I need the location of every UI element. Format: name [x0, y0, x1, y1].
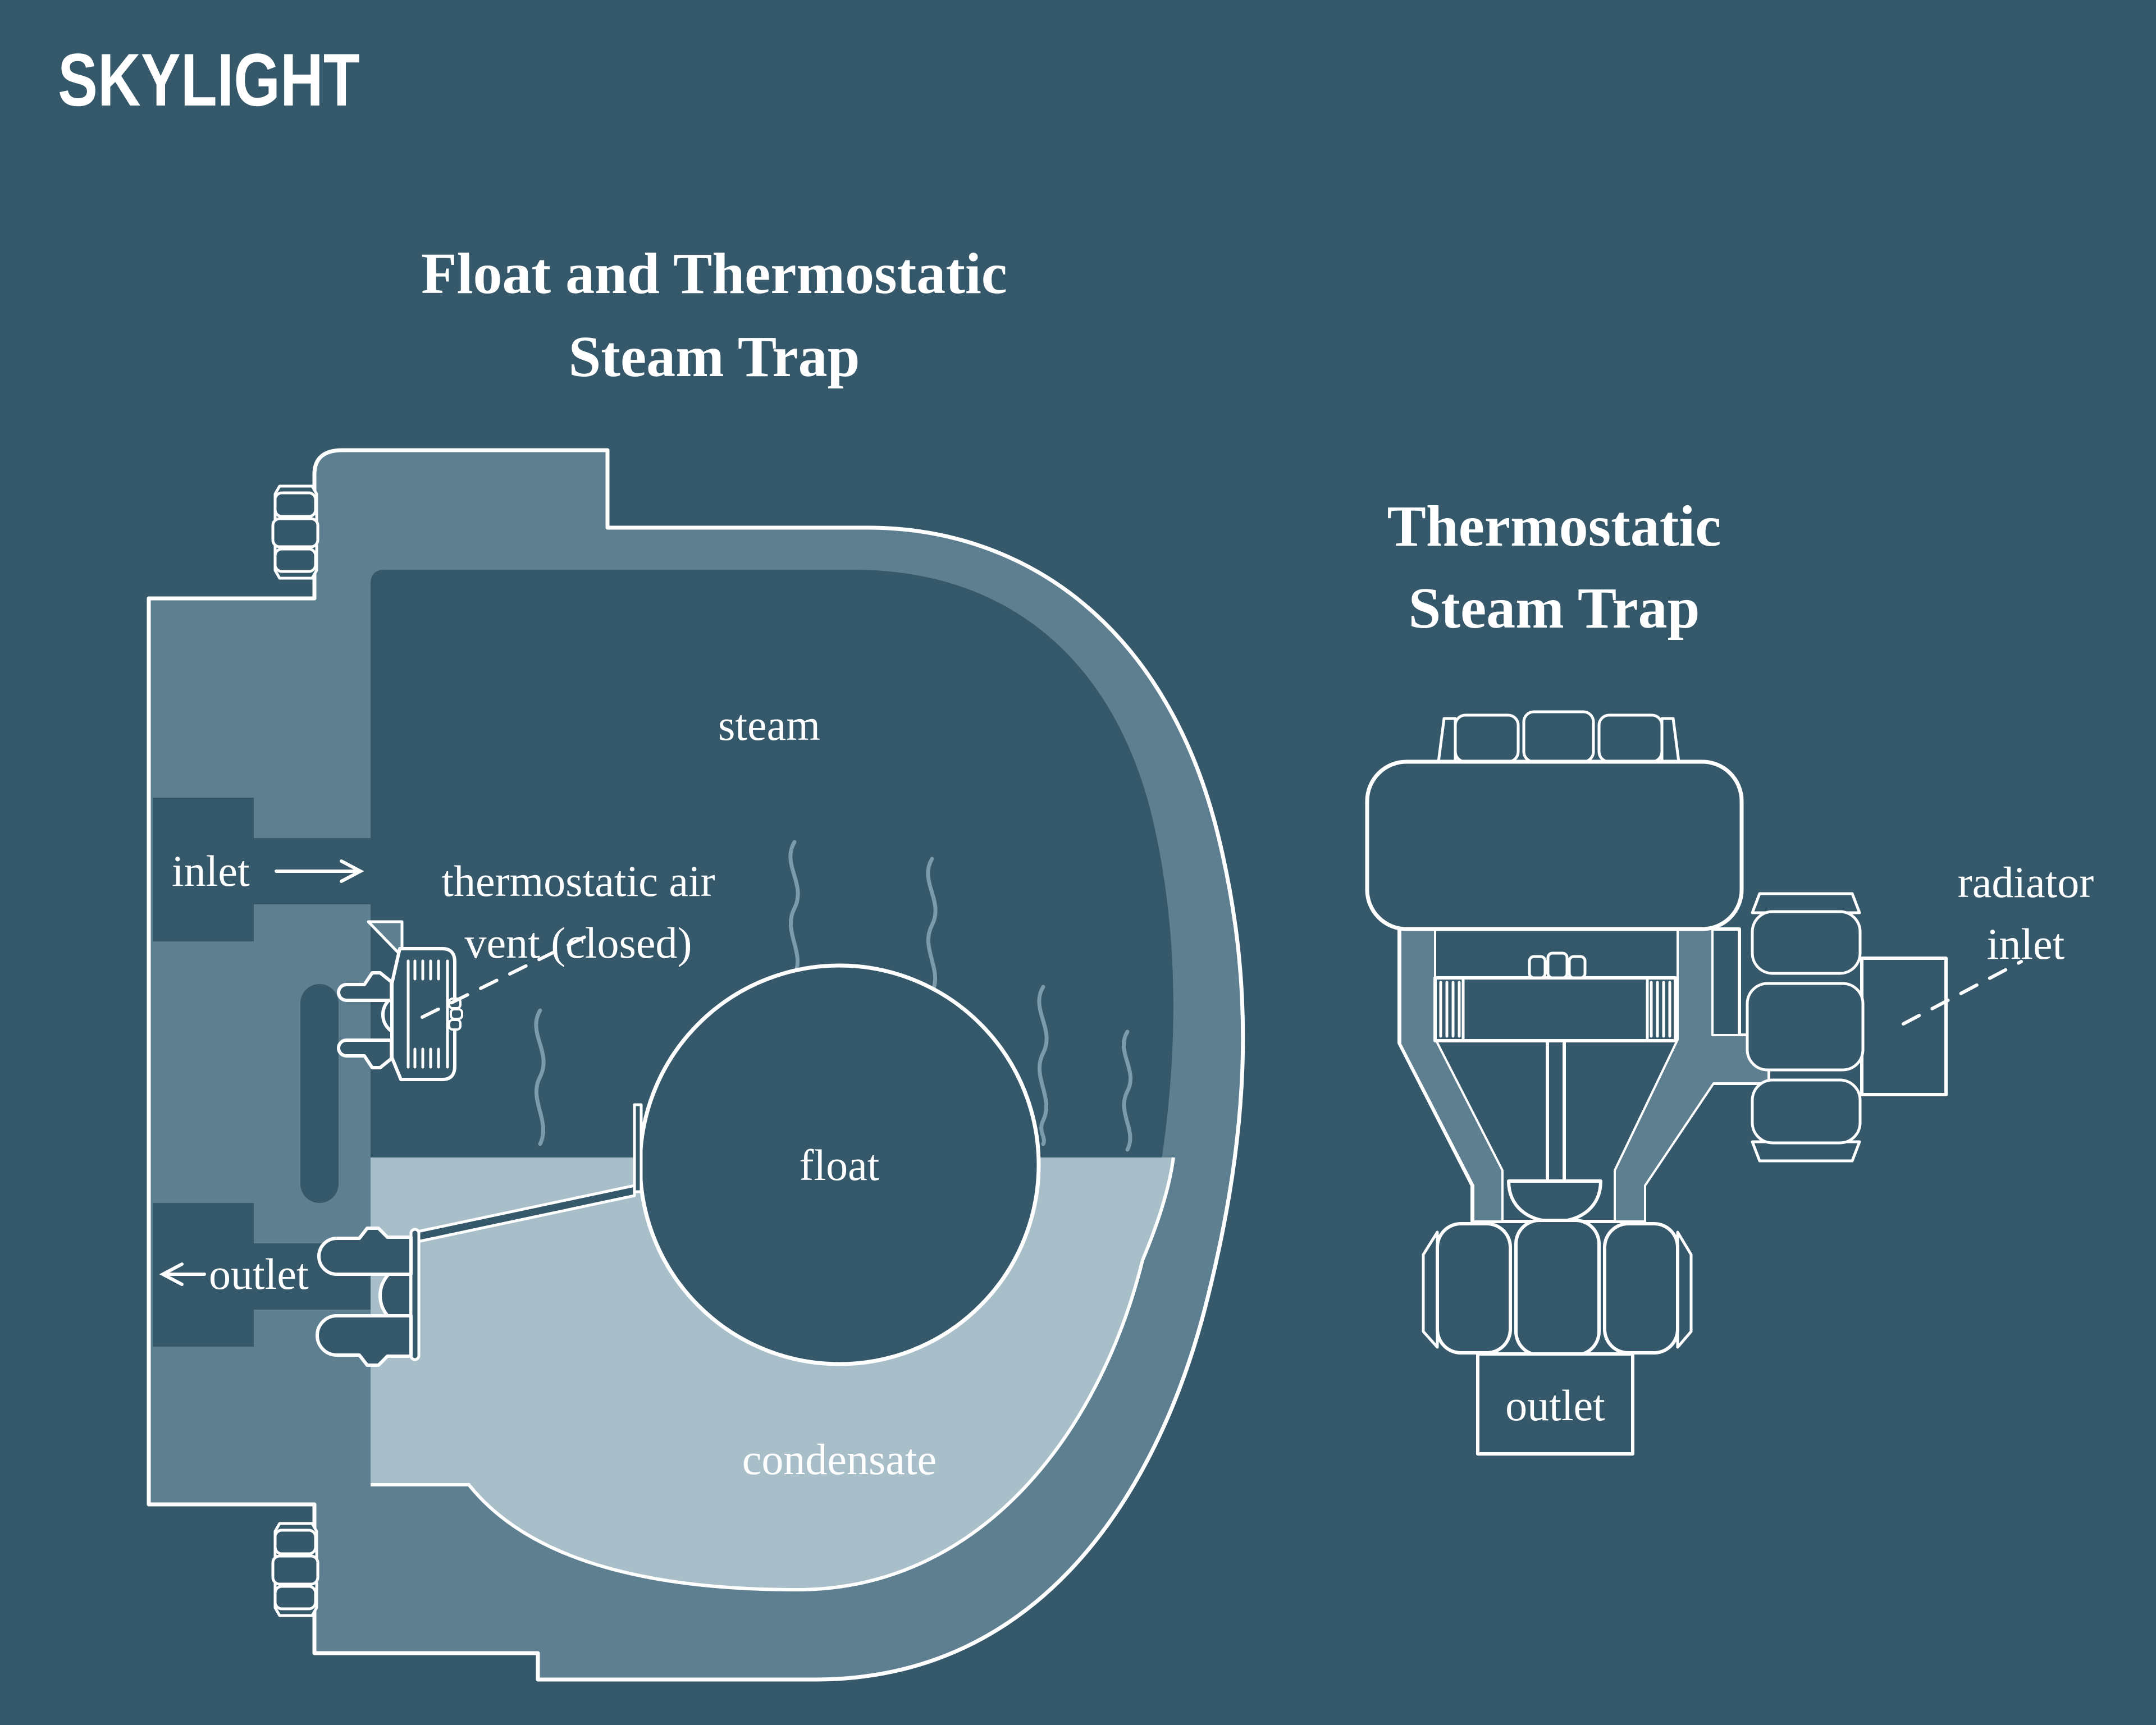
top-nut-sliver [1660, 717, 1680, 763]
left-title-line1: Float and Thermostatic [421, 241, 1007, 306]
inlet-arrow-icon [275, 859, 364, 883]
bonnet-cap [1365, 710, 1744, 931]
union-facet [1751, 1078, 1862, 1145]
inlet-notch [153, 798, 254, 941]
steam-squiggle-icon [1037, 985, 1049, 1146]
top-nut-facet [1597, 713, 1664, 763]
bottom-hex-nut [1422, 1219, 1693, 1357]
valve-stem [1546, 1039, 1566, 1183]
wall-slot [300, 984, 339, 1203]
vent-mount-bracket [367, 920, 404, 958]
union-sliver [1751, 1140, 1861, 1163]
hex-sliver [1422, 1230, 1439, 1349]
float-thermostatic-trap: Float and Thermostatic Steam Trap steam … [147, 241, 1245, 1682]
right-outlet-label: outlet [1505, 1381, 1605, 1430]
hex-facet [1514, 1219, 1601, 1357]
outlet-seat-lower [316, 1314, 413, 1367]
vent-leader-line [421, 930, 597, 1019]
thermostatic-air-vent [337, 920, 597, 1081]
vent-bellows-corrugations [406, 959, 449, 1069]
air-vent-label-line1: thermostatic air [441, 857, 715, 905]
bolt-facet [273, 1529, 317, 1555]
logo-text: SKYLIGHT [58, 38, 360, 122]
outlet-arrow-icon [159, 1262, 206, 1286]
skylight-logo: SKYLIGHT [58, 38, 360, 122]
left-channel [1399, 928, 1504, 1223]
hex-sliver [1676, 1230, 1693, 1349]
outlet-valve-plate [409, 1228, 421, 1361]
right-channel [1614, 928, 1770, 1223]
bolt-facet [273, 491, 317, 518]
radiator-inlet-label-line2: inlet [1987, 919, 2065, 968]
outlet-label: outlet [209, 1250, 309, 1298]
vent-seat-lower [337, 1038, 393, 1069]
steam-squiggle-icon [534, 1008, 546, 1146]
hex-facet [1603, 1222, 1679, 1355]
radiator-inlet-label-line1: radiator [1958, 858, 2094, 907]
outlet-valve [316, 1227, 421, 1367]
bolt-facet [273, 1585, 317, 1610]
condensate-bottom-line [371, 1157, 1175, 1591]
union-facet [1751, 910, 1862, 975]
top-nut-sliver [1437, 717, 1457, 763]
bolt-facet [271, 517, 319, 548]
bolt-facet [271, 1554, 319, 1586]
union-nut [1746, 892, 1865, 1163]
union-sliver [1751, 892, 1861, 914]
hex-facet [1436, 1222, 1512, 1355]
bolt-facet [273, 547, 317, 573]
float-label: float [800, 1141, 880, 1189]
bellows-capsule [1433, 976, 1677, 1042]
radiator-pipe [1860, 957, 1948, 1096]
condensate-label: condensate [742, 1435, 937, 1484]
outlet-seat-upper [317, 1227, 413, 1276]
left-title-line2: Steam Trap [568, 324, 860, 389]
steam-squiggle-icon [1122, 1029, 1132, 1152]
steam-squiggles [534, 840, 1132, 1152]
bellows-top-nut [1528, 951, 1587, 980]
radiator-leader-line [1902, 960, 2023, 1026]
inlet-label: inlet [172, 847, 250, 895]
right-title-line1: Thermostatic [1387, 494, 1721, 559]
float-bracket [633, 1103, 643, 1193]
union-facet [1746, 982, 1865, 1072]
air-vent-label-line2: vent (closed) [464, 918, 692, 967]
outlet-pipe [1476, 1352, 1634, 1456]
thermostatic-trap: Thermostatic Steam Trap radiator inlet o… [1365, 494, 2094, 1456]
steam-label: steam [718, 701, 820, 749]
vent-seat-upper [337, 971, 393, 1002]
top-flange-bolt [271, 484, 319, 580]
top-nut-facet [1522, 710, 1595, 763]
bonnet-body [1365, 759, 1744, 931]
right-title-line2: Steam Trap [1408, 576, 1700, 640]
bellows-element [1433, 951, 1677, 1223]
bellows-corrugations [1439, 976, 1671, 1042]
bottom-flange-bolt [271, 1522, 319, 1617]
top-nut-facet [1454, 713, 1520, 763]
